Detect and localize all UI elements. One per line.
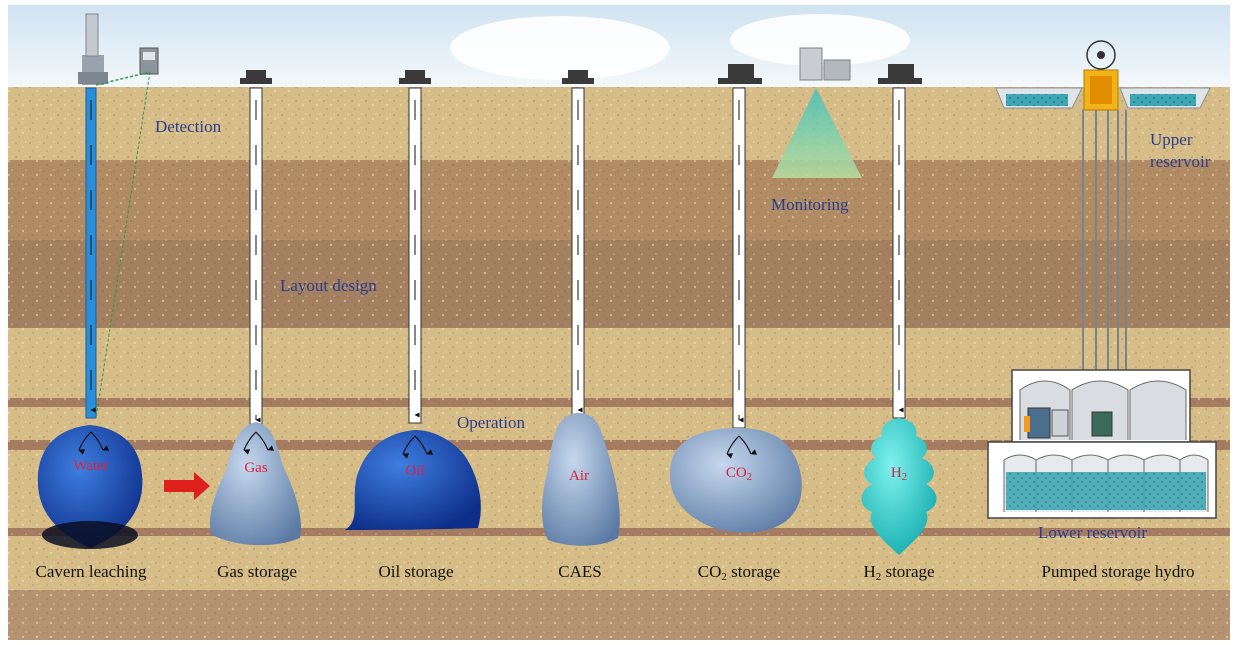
detection-instrument-icon [95, 47, 159, 419]
monitoring-station-icon [772, 47, 862, 178]
cloud [450, 16, 670, 80]
fluid-label-co2: CO2 [725, 465, 753, 483]
transition-arrow [164, 472, 210, 500]
operation-label: Operation [457, 413, 525, 432]
monitoring-label: Monitoring [771, 195, 849, 214]
caption-oil-storage: Oil storage [378, 562, 454, 581]
oil-well-pipe [408, 87, 422, 424]
upper-reservoir-label-line1: Upper [1150, 130, 1193, 149]
fluid-label-oil: Oil [405, 463, 425, 479]
caption-gas-storage: Gas storage [217, 562, 297, 581]
fluid-label-gas: Gas [244, 460, 268, 476]
upper-reservoir-label-line2: reservoir [1150, 152, 1211, 171]
cloud [730, 14, 910, 66]
caption-h2-storage: H2 storage [863, 562, 935, 583]
wellhead-icon [240, 64, 922, 84]
pumped-storage-hydro [987, 40, 1217, 519]
fluid-label-air: Air [569, 468, 589, 484]
pump-turbine-icon [1083, 40, 1119, 111]
detection-label: Detection [155, 117, 222, 136]
caption-caes: CAES [558, 562, 602, 581]
caption-cavern-leaching: Cavern leaching [35, 562, 147, 581]
oil-cavern [345, 430, 481, 530]
caption-pumped-storage-hydro: Pumped storage hydro [1041, 562, 1195, 581]
caption-co2-storage: CO2 storage [697, 562, 781, 583]
h2-cavern [861, 418, 937, 555]
layout-design-label: Layout design [280, 276, 377, 295]
caverns [37, 413, 937, 555]
ground-strata [8, 87, 1230, 640]
water-cavern [37, 425, 143, 548]
air-cavern [542, 413, 620, 546]
outflow-arrows [78, 431, 758, 459]
fluid-label-water: Water [73, 458, 109, 474]
fluid-label-h2: H2 [890, 465, 908, 483]
lower-reservoir-label: Lower reservoir [1038, 523, 1148, 542]
flow-arrows [90, 100, 904, 423]
gas-cavern [209, 422, 301, 546]
drilling-rig-icon [78, 13, 108, 85]
co2-cavern [669, 428, 802, 533]
well-pipes [85, 87, 906, 429]
generator-icon [1024, 407, 1113, 439]
